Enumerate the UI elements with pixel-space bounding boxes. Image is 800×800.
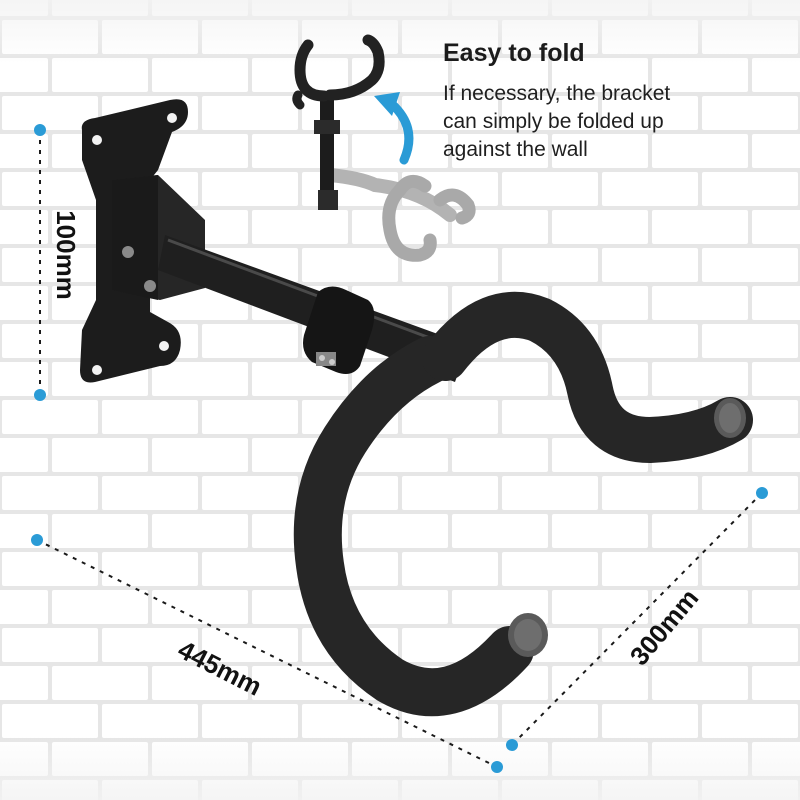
fold-up-arrow-icon [374, 92, 414, 165]
dimension-dot-icon [34, 389, 46, 401]
dimension-dot-icon [506, 739, 518, 751]
dimension-dot-icon [491, 761, 503, 773]
ghost-folded-bracket [323, 168, 476, 262]
fold-description: If necessary, the bracket can simply be … [443, 80, 783, 164]
dimension-dot-icon [31, 534, 43, 546]
fold-description-line: can simply be folded up [443, 110, 664, 133]
fold-description-line: If necessary, the bracket [443, 82, 671, 105]
foam-hook [293, 291, 753, 717]
fold-title: Easy to fold [443, 39, 585, 67]
bracket-arm-tube [158, 235, 468, 382]
dimension-dot-icon [756, 487, 768, 499]
fold-description-line: against the wall [443, 138, 588, 161]
folded-bracket-icon [292, 34, 385, 210]
height-dimension-label: 100mm [51, 210, 81, 300]
wall-mount-plate [80, 99, 205, 383]
dimension-lines [31, 124, 768, 773]
dimension-dot-icon [34, 124, 46, 136]
